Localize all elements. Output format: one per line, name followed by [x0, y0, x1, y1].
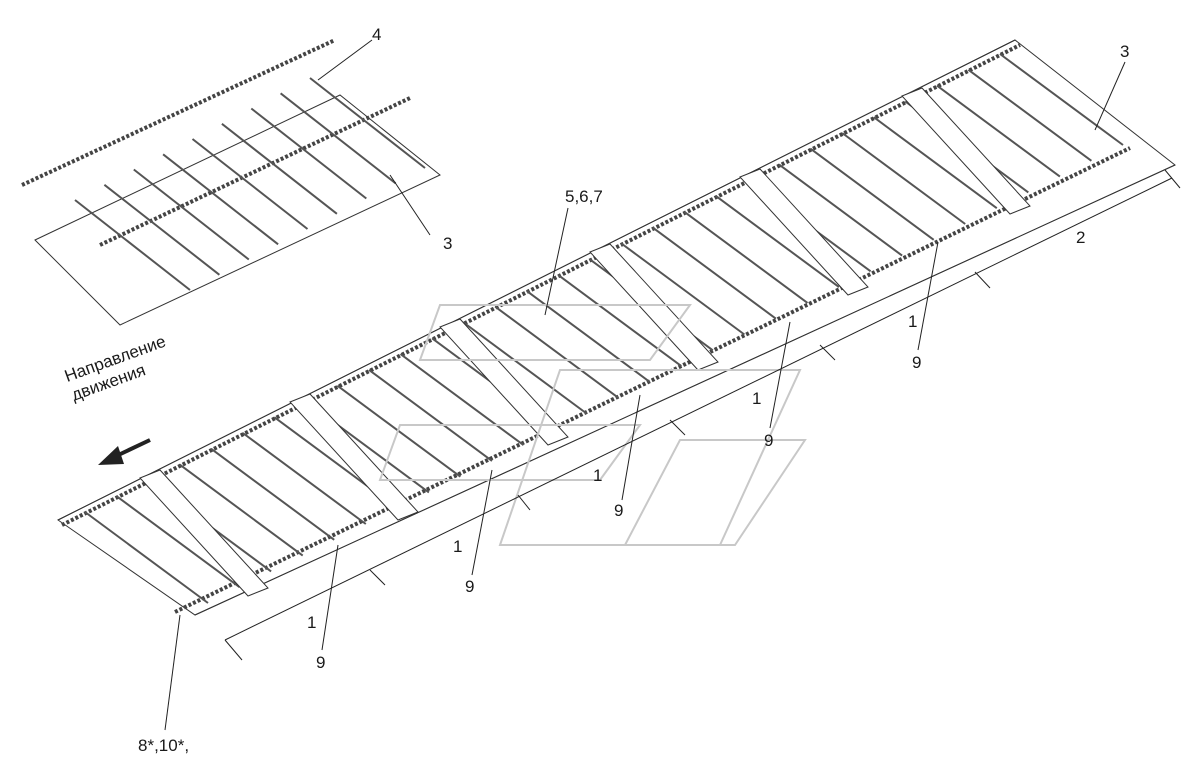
- slat: [873, 116, 998, 210]
- slat: [715, 195, 840, 288]
- label-part-3-inset: 3: [443, 234, 453, 253]
- label-seg-1: 1: [908, 312, 918, 331]
- label-joint-9: 9: [912, 353, 922, 372]
- label-joint-9: 9: [764, 431, 774, 450]
- inset-slat: [74, 199, 191, 291]
- chain-top: [61, 43, 1021, 527]
- slat: [399, 353, 525, 446]
- slat: [368, 369, 493, 462]
- inset-slat: [279, 92, 397, 185]
- label-joint-9: 9: [614, 501, 624, 520]
- chain-bottom: [174, 146, 1131, 614]
- label-seg-1: 1: [453, 537, 463, 556]
- dimension-lines: [224, 169, 1181, 661]
- slat: [778, 163, 903, 257]
- direction-arrow-icon: [98, 438, 151, 465]
- slat: [179, 463, 304, 557]
- slat: [967, 68, 1092, 162]
- label-seg-1: 1: [752, 389, 762, 408]
- label-joint-9: 9: [316, 653, 326, 672]
- label-part-8-10: 8*,10*,: [138, 736, 190, 755]
- watermark-logo: [378, 304, 807, 546]
- slat: [999, 53, 1124, 146]
- slat: [336, 384, 461, 478]
- leader-lines: [164, 39, 1126, 731]
- label-seg-1: 1: [307, 613, 317, 632]
- joint-clamps: [139, 87, 1031, 597]
- inset-view: [21, 38, 441, 326]
- inset-slat: [133, 168, 250, 261]
- slat: [810, 147, 935, 241]
- inset-slat: [103, 184, 221, 276]
- label-part-3-main: 3: [1120, 42, 1130, 61]
- inset-slats: [74, 77, 426, 291]
- slat: [936, 84, 1061, 178]
- slat: [841, 132, 966, 225]
- slat: [116, 495, 241, 589]
- slat: [652, 226, 777, 320]
- slat: [683, 211, 809, 304]
- slat: [494, 305, 619, 399]
- label-part-2: 2: [1076, 228, 1086, 247]
- label-part-5-6-7: 5,6,7: [565, 187, 603, 206]
- inset-slat: [309, 77, 426, 169]
- label-seg-1: 1: [593, 466, 603, 485]
- label-part-4: 4: [372, 25, 382, 44]
- slat: [557, 274, 682, 367]
- slat: [242, 432, 367, 525]
- slat: [84, 511, 209, 604]
- inset-slat: [191, 138, 309, 230]
- inset-slat: [250, 107, 367, 200]
- inset-slat: [162, 153, 279, 246]
- label-joint-9: 9: [465, 577, 475, 596]
- slat: [210, 447, 335, 541]
- slat: [620, 242, 745, 336]
- inset-slat: [221, 123, 338, 215]
- slat: [463, 321, 588, 415]
- conveyor-belt: [57, 39, 1176, 616]
